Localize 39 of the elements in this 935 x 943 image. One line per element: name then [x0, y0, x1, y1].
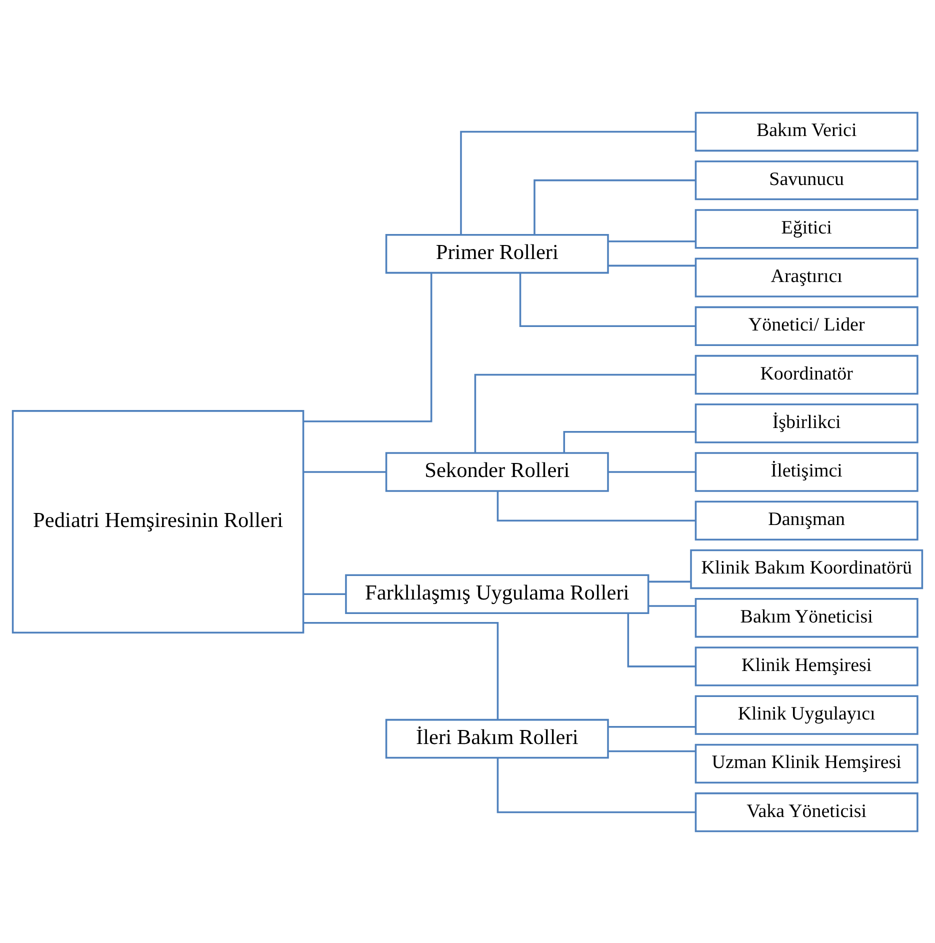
node-box: Klinik Bakım Koordinatörü: [690, 548, 924, 589]
connector: [534, 178, 696, 234]
connector: [608, 240, 696, 242]
node-box: İleri Bakım Rolleri: [385, 718, 609, 758]
node-box: Pediatri Hemşiresinin Rolleri: [12, 410, 304, 634]
connector: [608, 470, 696, 472]
connector: [303, 592, 346, 595]
connector: [474, 373, 696, 452]
node-box: Bakım Verici: [694, 111, 918, 152]
connector: [303, 470, 386, 472]
connector: [496, 758, 696, 813]
node-box: Bakım Yöneticisi: [694, 597, 918, 638]
node-box: Yönetici/ Lider: [694, 306, 918, 346]
node-box: Uzman Klinik Hemşiresi: [694, 743, 918, 784]
connector: [627, 612, 696, 667]
node-box: Sekonder Rolleri: [385, 452, 609, 492]
node-box: Savunucu: [694, 160, 918, 200]
connector: [608, 750, 696, 752]
connector: [304, 621, 499, 720]
node-box: Danışman: [694, 500, 918, 540]
connector: [608, 264, 696, 266]
connector: [648, 580, 691, 582]
node-box: Primer Rolleri: [385, 233, 609, 274]
connector: [563, 430, 696, 452]
connector: [608, 726, 696, 728]
connector: [648, 604, 696, 606]
node-box: Koordinatör: [694, 354, 918, 394]
node-box: İşbirlikci: [694, 403, 918, 443]
node-box: Araştırıcı: [694, 257, 918, 297]
connector: [460, 130, 696, 234]
node-box: Farklılaşmış Uygulama Rolleri: [345, 574, 650, 614]
connector: [496, 490, 696, 521]
node-box: Klinik Uygulayıcı: [694, 694, 918, 734]
connector: [303, 272, 432, 422]
node-box: Klinik Hemşiresi: [694, 646, 918, 686]
node-box: İletişimci: [694, 452, 918, 492]
connector: [519, 272, 696, 327]
node-box: Vaka Yöneticisi: [694, 792, 918, 832]
node-box: Eğitici: [694, 208, 918, 248]
